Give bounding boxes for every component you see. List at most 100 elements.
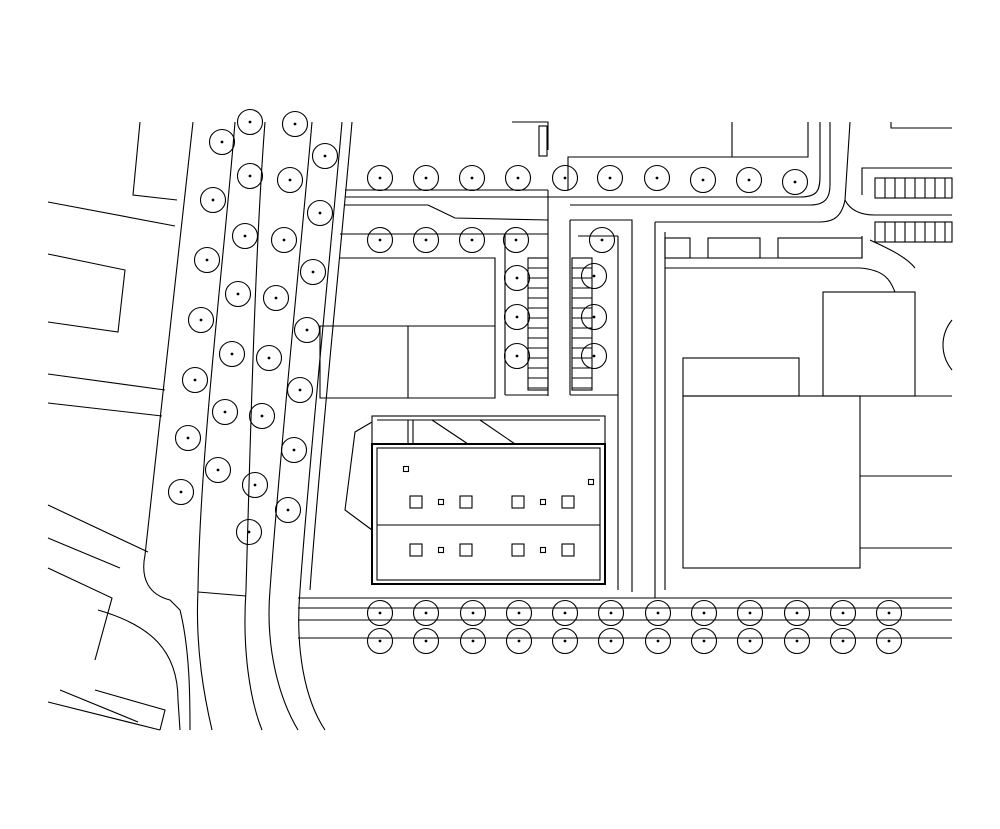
tree-icon	[580, 262, 608, 290]
tree-icon	[218, 340, 246, 368]
project-building	[344, 415, 606, 585]
column-small	[587, 478, 595, 486]
tree-icon	[181, 366, 209, 394]
tree-icon	[736, 627, 764, 655]
tree-icon	[293, 316, 321, 344]
column-small	[437, 546, 445, 554]
column	[409, 543, 423, 557]
canopy-ramp	[431, 419, 469, 445]
buildings	[319, 234, 952, 569]
column-small	[437, 498, 445, 506]
tree-icon	[580, 303, 608, 331]
building-block	[822, 291, 916, 397]
tree-icon	[255, 344, 283, 372]
lot-outline	[47, 537, 121, 569]
column	[459, 495, 473, 509]
project-outline	[371, 443, 606, 585]
tree-icon	[690, 627, 718, 655]
tree-icon	[366, 627, 394, 655]
lot-outline	[47, 373, 166, 391]
building-block	[408, 326, 496, 399]
project-entrance	[344, 421, 373, 531]
curb-curve	[97, 609, 181, 731]
column-small	[539, 498, 547, 506]
avenue-lane-2	[244, 121, 266, 731]
lot-outline	[132, 121, 178, 201]
tree-icon	[502, 226, 530, 254]
tree-icon	[366, 599, 394, 627]
tree-icon	[208, 128, 236, 156]
tree-icon	[829, 627, 857, 655]
building-block	[682, 357, 800, 397]
tree-icon	[167, 478, 195, 506]
street-curb	[869, 239, 916, 269]
tree-icon	[829, 599, 857, 627]
tree-icon	[281, 110, 309, 138]
streets	[298, 121, 953, 639]
street-curb	[512, 121, 549, 150]
avenue-edge-east-2	[298, 121, 343, 731]
tree-icon	[236, 162, 264, 190]
column	[511, 495, 525, 509]
column	[561, 495, 575, 509]
street-curb	[732, 122, 809, 158]
canopy-ramp	[479, 419, 516, 445]
lot-outline	[59, 689, 139, 723]
tree-icon	[412, 599, 440, 627]
tree-icon	[735, 166, 763, 194]
tree-icon	[504, 164, 532, 192]
tree-icon	[505, 627, 533, 655]
tree-icon	[580, 342, 608, 370]
tree-icon	[193, 246, 221, 274]
tree-icon	[783, 599, 811, 627]
column	[511, 543, 525, 557]
street-curb	[665, 267, 896, 293]
tree-icon	[503, 303, 531, 331]
column	[561, 543, 575, 557]
street-edge	[570, 219, 633, 592]
street-curb	[844, 199, 952, 216]
building-block	[664, 237, 691, 259]
street-edge	[427, 204, 549, 221]
lot-outline	[47, 567, 113, 661]
tree-icon	[503, 342, 531, 370]
tree-icon	[412, 627, 440, 655]
tree-icon	[236, 108, 264, 136]
tree-icon	[503, 264, 531, 292]
building-block	[707, 237, 761, 259]
street-curb	[861, 167, 952, 195]
kiosk	[538, 125, 548, 157]
tree-icon	[174, 424, 202, 452]
tree-icon	[875, 627, 903, 655]
tree-icon	[505, 599, 533, 627]
column-small	[402, 465, 410, 473]
project-canopy	[371, 415, 606, 445]
west-lots	[47, 121, 181, 731]
parking-strip	[874, 177, 953, 199]
tree-icon	[597, 599, 625, 627]
lot-outline	[94, 689, 166, 731]
tree-icon	[241, 471, 269, 499]
tree-icon	[286, 376, 314, 404]
street-curb	[890, 122, 952, 129]
tree-icon	[187, 306, 215, 334]
column	[409, 495, 423, 509]
tree-icon	[781, 168, 809, 196]
lot-outline	[47, 253, 126, 333]
tree-icon	[235, 518, 263, 546]
tree-icon	[366, 164, 394, 192]
avenue	[143, 121, 353, 731]
parking-strip	[874, 221, 953, 243]
building-block	[319, 257, 496, 399]
building-block	[777, 237, 863, 259]
tree-icon	[274, 496, 302, 524]
street-curb	[655, 121, 851, 223]
tree-icon	[596, 164, 624, 192]
tree-icon	[199, 186, 227, 214]
tree-icon	[689, 166, 717, 194]
trees	[167, 108, 903, 655]
tree-icon	[224, 280, 252, 308]
tree-icon	[299, 258, 327, 286]
avenue-crossing	[197, 591, 247, 597]
